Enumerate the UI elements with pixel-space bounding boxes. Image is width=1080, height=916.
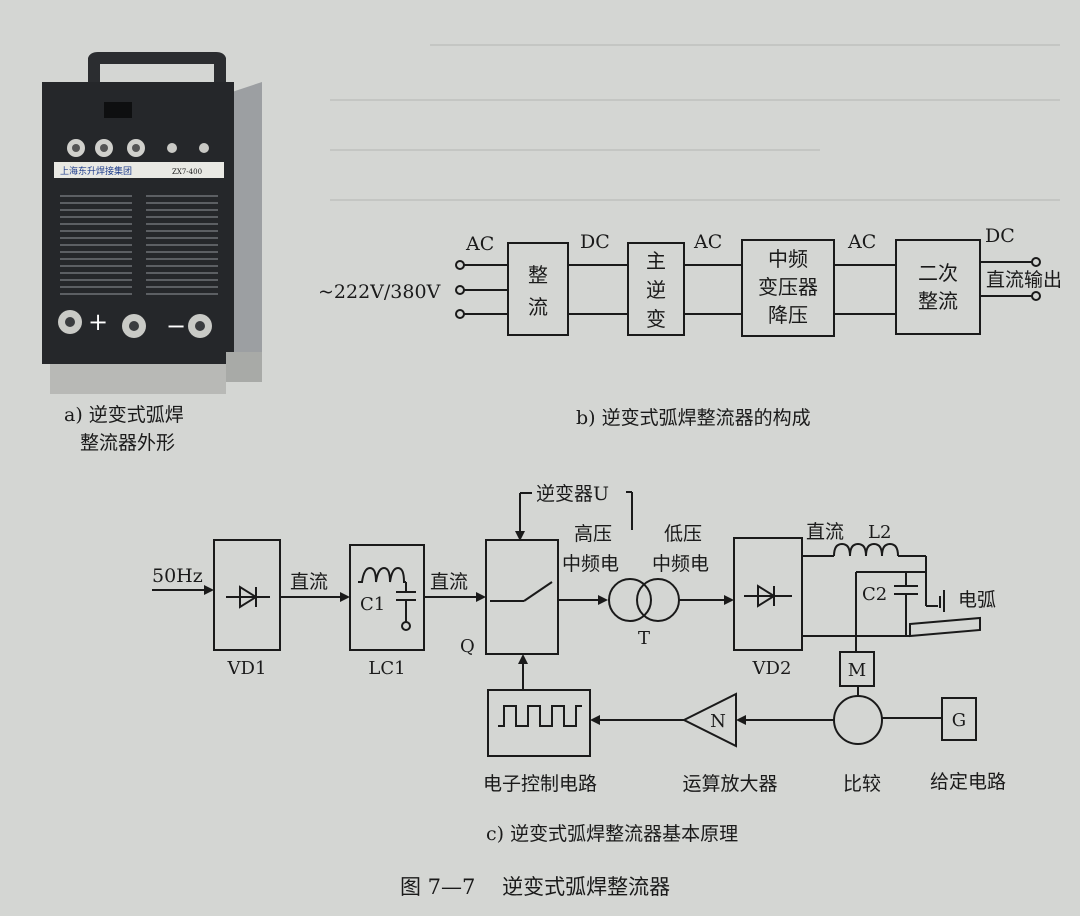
output-label: 直流输出 bbox=[986, 269, 1062, 291]
caption-a-line2: 整流器外形 bbox=[80, 432, 175, 454]
block2-line1: 主 bbox=[646, 249, 666, 273]
hv-label-line1: 高压 bbox=[574, 523, 612, 545]
n-label: N bbox=[710, 711, 726, 732]
transformer-primary bbox=[608, 578, 652, 622]
c2-label: C2 bbox=[862, 584, 887, 605]
main-inverter-block bbox=[627, 242, 685, 336]
g-block bbox=[941, 697, 977, 741]
vd2-label: VD2 bbox=[752, 658, 792, 679]
diagram-b bbox=[455, 239, 1041, 337]
caption-b: b) 逆变式弧焊整流器的构成 bbox=[576, 407, 811, 429]
label-ac-3: AC bbox=[847, 231, 876, 253]
control-circuit-block bbox=[487, 689, 591, 757]
secondary-rectifier-block bbox=[895, 239, 981, 335]
minus-sign: − bbox=[166, 312, 186, 340]
input-50hz-label: 50Hz bbox=[152, 565, 203, 587]
caption-a-line1: a) 逆变式弧焊 bbox=[64, 404, 184, 426]
lv-label-line1: 低压 bbox=[664, 523, 702, 545]
vd1-block bbox=[213, 539, 281, 651]
vd2-block bbox=[733, 537, 803, 651]
dc-label-2: 直流 bbox=[430, 571, 468, 593]
dc-label-3: 直流 bbox=[806, 521, 844, 543]
lv-label-line2: 中频电 bbox=[652, 553, 709, 575]
m-label: M bbox=[848, 660, 866, 681]
g-label: G bbox=[952, 710, 966, 731]
inverter-block bbox=[485, 539, 559, 655]
block2-line2: 逆 bbox=[646, 278, 666, 302]
comparator-circle bbox=[833, 695, 883, 745]
inverter-label: 逆变器U bbox=[536, 483, 609, 505]
given-caption: 给定电路 bbox=[930, 771, 1006, 793]
bleed-through-text bbox=[330, 44, 1060, 201]
block3-line1: 中频 bbox=[768, 247, 808, 271]
rectifier-block bbox=[507, 242, 569, 336]
mf-transformer-block bbox=[741, 239, 835, 337]
label-dc-1: DC bbox=[580, 231, 610, 253]
label-dc-2: DC bbox=[985, 225, 1015, 247]
vd1-label: VD1 bbox=[227, 658, 267, 679]
amplifier-triangle bbox=[681, 692, 737, 748]
arc-label: 电弧 bbox=[958, 589, 996, 611]
block3-line2: 变压器 bbox=[758, 275, 818, 299]
dc-label-1: 直流 bbox=[290, 571, 328, 593]
block2-line3: 变 bbox=[646, 307, 666, 331]
brand-label: 上海东升焊接集团 bbox=[60, 165, 132, 177]
t-label: T bbox=[638, 628, 650, 649]
block3-line3: 降压 bbox=[768, 303, 808, 327]
caption-c: c) 逆变式弧焊整流器基本原理 bbox=[486, 823, 738, 845]
block1-line1: 整 bbox=[528, 263, 548, 287]
model-label: ZX7-400 bbox=[172, 168, 202, 176]
q-label: Q bbox=[460, 636, 475, 657]
block1-line2: 流 bbox=[528, 295, 548, 319]
plus-sign: + bbox=[88, 308, 108, 336]
block4-line2: 整流 bbox=[918, 289, 958, 313]
amp-caption: 运算放大器 bbox=[682, 773, 777, 795]
ctrl-caption: 电子控制电路 bbox=[483, 773, 597, 795]
figure-title: 图 7—7 逆变式弧焊整流器 bbox=[400, 875, 670, 899]
input-voltage-label: ~222V/380V bbox=[318, 281, 441, 303]
compare-caption: 比较 bbox=[843, 773, 881, 795]
block4-line1: 二次 bbox=[918, 261, 958, 285]
label-ac-input: AC bbox=[465, 233, 494, 255]
lc1-label: LC1 bbox=[368, 658, 405, 679]
diagram-c bbox=[152, 491, 981, 757]
welder-photo bbox=[42, 52, 262, 394]
hv-label-line2: 中频电 bbox=[562, 553, 619, 575]
transformer-secondary bbox=[636, 578, 680, 622]
label-ac-2: AC bbox=[693, 231, 722, 253]
l2-label: L2 bbox=[868, 522, 891, 543]
c1-label: C1 bbox=[360, 594, 385, 615]
